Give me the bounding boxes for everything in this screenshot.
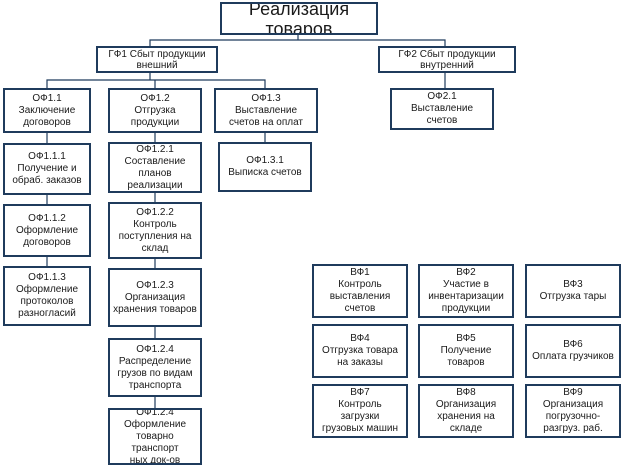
node-vf4[interactable]: ВФ4 Отгрузка товара на заказы	[312, 324, 408, 378]
node-vf1[interactable]: ВФ1 Контроль выставления счетов	[312, 264, 408, 318]
node-of13[interactable]: ОФ1.3 Выставление счетов на оплат	[214, 88, 318, 133]
node-vf2-label: ВФ2 Участие в инвентаризации продукции	[428, 267, 504, 314]
node-of21[interactable]: ОФ2.1 Выставление счетов	[390, 88, 494, 130]
connector-gf1-children	[46, 79, 266, 88]
node-of121[interactable]: ОФ1.2.1 Составление планов реализации	[108, 142, 202, 193]
node-gf1-label: ГФ1 Сбыт продукции внешний	[108, 48, 206, 71]
node-of113-label: ОФ1.1.3 Оформление протоколов разногласи…	[15, 272, 79, 319]
node-vf5-label: ВФ5 Получение товаров	[440, 333, 492, 368]
root-label: Реализация товаров	[248, 2, 350, 35]
node-vf3-label: ВФ3 Отгрузка тары	[539, 279, 607, 302]
node-of124b[interactable]: ОФ1.2.4 Оформление товарно транспорт ных…	[108, 408, 202, 465]
node-vf3[interactable]: ВФ3 Отгрузка тары	[525, 264, 621, 318]
node-gf2-label: ГФ2 Сбыт продукции внутренний	[398, 48, 496, 71]
root-node[interactable]: Реализация товаров	[220, 2, 378, 35]
node-of123-label: ОФ1.2.3 Организация хранения товаров	[113, 279, 197, 315]
node-vf9-label: ВФ9 Организация погрузочно- разгруз. раб…	[542, 387, 604, 434]
node-vf2[interactable]: ВФ2 Участие в инвентаризации продукции	[418, 264, 514, 318]
node-gf2[interactable]: ГФ2 Сбыт продукции внутренний	[378, 46, 516, 73]
node-of111[interactable]: ОФ1.1.1 Получение и обраб. заказов	[3, 143, 91, 195]
node-of124a-label: ОФ1.2.4 Распределение грузов по видам тр…	[117, 343, 193, 391]
node-of124b-label: ОФ1.2.4 Оформление товарно транспорт ных…	[123, 408, 187, 465]
node-vf7-label: ВФ7 Контроль загрузки грузовых машин	[322, 387, 398, 434]
node-of121-label: ОФ1.2.1 Составление планов реализации	[124, 143, 186, 191]
node-of112-label: ОФ1.1.2 Оформление договоров	[15, 212, 79, 248]
node-of131[interactable]: ОФ1.3.1 Выписка счетов	[218, 142, 312, 192]
node-vf9[interactable]: ВФ9 Организация погрузочно- разгруз. раб…	[525, 384, 621, 438]
node-of111-label: ОФ1.1.1 Получение и обраб. заказов	[12, 151, 82, 186]
node-vf4-label: ВФ4 Отгрузка товара на заказы	[322, 333, 398, 368]
node-vf5[interactable]: ВФ5 Получение товаров	[418, 324, 514, 378]
node-of124a[interactable]: ОФ1.2.4 Распределение грузов по видам тр…	[108, 338, 202, 397]
node-of13-label: ОФ1.3 Выставление счетов на оплат	[228, 92, 304, 128]
node-of12-label: ОФ1.2 Отгрузка продукции	[130, 92, 180, 128]
node-of123[interactable]: ОФ1.2.3 Организация хранения товаров	[108, 268, 202, 327]
node-vf6[interactable]: ВФ6 Оплата грузчиков	[525, 324, 621, 378]
node-of122-label: ОФ1.2.2 Контроль поступления на склад	[118, 206, 192, 254]
node-of113[interactable]: ОФ1.1.3 Оформление протоколов разногласи…	[3, 266, 91, 326]
node-of12[interactable]: ОФ1.2 Отгрузка продукции	[108, 88, 202, 133]
node-of112[interactable]: ОФ1.1.2 Оформление договоров	[3, 204, 91, 257]
node-of21-label: ОФ2.1 Выставление счетов	[410, 91, 474, 126]
node-of122[interactable]: ОФ1.2.2 Контроль поступления на склад	[108, 202, 202, 259]
node-vf7[interactable]: ВФ7 Контроль загрузки грузовых машин	[312, 384, 408, 438]
node-vf6-label: ВФ6 Оплата грузчиков	[532, 339, 614, 362]
node-vf8[interactable]: ВФ8 Организация хранения на складе	[418, 384, 514, 438]
node-vf8-label: ВФ8 Организация хранения на складе	[435, 387, 497, 434]
node-of131-label: ОФ1.3.1 Выписка счетов	[228, 155, 302, 178]
node-vf1-label: ВФ1 Контроль выставления счетов	[329, 267, 391, 314]
node-of11[interactable]: ОФ1.1 Заключение договоров	[3, 88, 91, 133]
node-gf1[interactable]: ГФ1 Сбыт продукции внешний	[96, 46, 218, 73]
node-of11-label: ОФ1.1 Заключение договоров	[18, 92, 76, 128]
